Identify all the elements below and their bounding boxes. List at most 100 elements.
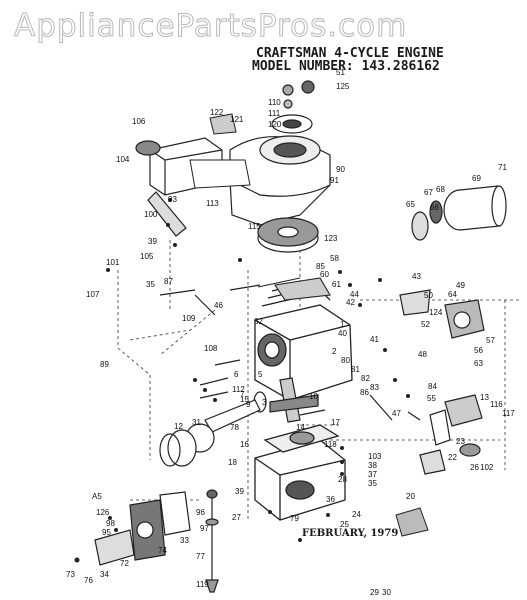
part-number-label: 87 [164,277,173,286]
part-number-label: 102 [480,463,494,472]
part-number-label: 83 [370,383,379,392]
part-number-label: 119 [196,580,209,589]
part-number-label: A5 [92,492,102,501]
part-number-label: 17 [331,418,340,427]
part-number-label: 23 [456,437,465,446]
part-number-label: 71 [498,163,507,172]
part-number-label: 51 [336,68,345,77]
part-number-label: 50 [424,291,433,300]
part-number-label: 20 [406,492,415,501]
part-number-label: 123 [324,234,338,243]
part-number-label: 33 [180,536,189,545]
part-number-label: 96 [196,508,205,517]
part-number-label: 100 [144,210,158,219]
part-number-label: 72 [120,559,129,568]
part-number-label: 31 [192,418,201,427]
part-number-label: 98 [106,519,115,528]
part-number-label: 38 [368,461,377,470]
part-number-label: 103 [368,452,382,461]
part-number-label: 27 [232,513,241,522]
part-number-label: 46 [214,301,223,310]
part-number-label: 47 [392,409,401,418]
part-number-label: 67 [424,188,433,197]
part-number-label: 125 [336,82,350,91]
part-number-label: 12 [174,422,183,431]
part-number-label: 16 [240,440,249,449]
part-number-label: 24 [352,510,361,519]
part-number-label: 41 [370,335,379,344]
part-number-label: 78 [230,423,239,432]
part-number-label: 126 [96,508,110,517]
part-number-label: 34 [100,570,109,579]
part-number-label: 105 [140,252,154,261]
part-number-label: 64 [448,290,457,299]
part-number-label: 26 [470,463,479,472]
part-number-label: 121 [230,115,244,124]
part-number-label: 39 [235,487,244,496]
part-number-label: 124 [429,308,443,317]
part-number-label: 36 [326,495,335,504]
part-number-label: 1 [340,320,345,329]
part-number-label: 44 [350,290,359,299]
part-number-label: 120 [268,120,282,129]
part-number-label: 57 [486,336,495,345]
part-number-label: 106 [132,117,146,126]
part-number-label: 116 [490,400,503,409]
part-number-label: 9 [246,400,251,409]
part-number-label: 95 [102,528,111,537]
part-number-label: 79 [290,514,299,523]
part-number-label: 55 [427,394,436,403]
part-number-label: 69 [472,174,481,183]
part-number-label: 58 [330,254,339,263]
part-number-label: 43 [412,272,421,281]
part-number-label: 37 [368,470,377,479]
publication-date: FEBRUARY, 1979 [302,528,399,539]
part-number-label: 77 [196,552,205,561]
part-number-label: 112 [232,385,245,394]
part-number-label: 52 [421,320,430,329]
model-number: MODEL NUMBER: 143.286162 [252,59,440,74]
part-number-label: 7 [240,390,245,399]
part-number-label: 30 [382,588,391,597]
part-number-label: 56 [474,346,483,355]
part-number-label: 22 [448,453,457,462]
part-number-label: 111 [268,109,281,118]
part-number-label: 101 [106,258,120,267]
part-number-label: 109 [182,314,196,323]
part-number-label: 29 [370,588,379,597]
part-number-label: 76 [84,576,93,585]
part-number-label: 49 [456,281,465,290]
part-number-label: 110 [268,98,281,107]
part-number-label: 60 [320,270,329,279]
part-number-label: 63 [474,359,483,368]
part-number-label: 13 [480,393,489,402]
part-number-label: 104 [116,155,130,164]
part-number-label: 68 [436,185,445,194]
part-number-label: 35 [368,479,377,488]
part-number-label: 66 [430,203,439,212]
part-number-label: 86 [360,388,369,397]
part-number-label: 18 [228,458,237,467]
part-number-label: 48 [418,350,427,359]
part-number-label: 74 [158,546,167,555]
diagram-title: CRAFTSMAN 4-CYCLE ENGINE [256,46,444,61]
part-number-label: 35 [146,280,155,289]
part-number-label: 3 [262,398,267,407]
part-number-label: 65 [406,200,415,209]
part-number-label: 113 [206,199,219,208]
part-number-label: 25 [340,520,349,529]
part-number-label: 107 [86,290,100,299]
part-number-label: 97 [200,524,209,533]
part-number-label: 122 [210,108,224,117]
part-number-label: 85 [316,262,325,271]
part-number-label: 81 [351,365,360,374]
part-number-label: 28 [338,475,347,484]
part-number-label: 2 [332,347,337,356]
part-number-label: 108 [204,344,218,353]
part-number-label: 61 [332,280,341,289]
part-number-label: 91 [330,176,339,185]
watermark: AppliancePartsPros.com [13,8,408,45]
part-number-label: 84 [428,382,437,391]
